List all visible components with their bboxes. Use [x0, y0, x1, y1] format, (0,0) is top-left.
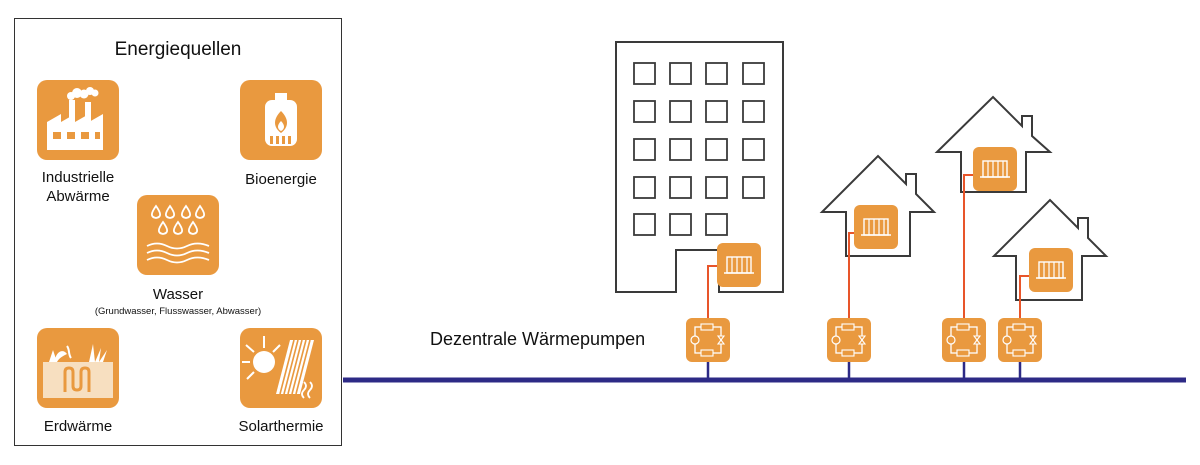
radiator-icon: [854, 205, 898, 249]
heating-pipes: [707, 174, 1029, 318]
solar-collector-icon: [240, 328, 322, 408]
energy-sources-panel: Energiequellen Industrielle Abwärme: [14, 18, 342, 446]
water-drops-icon: [137, 195, 219, 275]
radiator-icon: [973, 147, 1017, 191]
water-sublabel: (Grundwasser, Flusswasser, Abwasser): [94, 306, 262, 317]
heat-pumps-label: Dezentrale Wärmepumpen: [430, 329, 646, 349]
house-1: [819, 154, 937, 257]
apartment-building: [615, 41, 784, 293]
geothermal-icon: [37, 328, 119, 408]
heat-pump-icon: [685, 317, 731, 363]
industrial-label: Industrielle Abwärme: [41, 169, 115, 205]
house-2: [934, 95, 1053, 193]
heat-pump-icon: [826, 317, 872, 363]
solar-label: Solarthermie: [238, 418, 324, 435]
panel-title: Energiequellen: [114, 39, 242, 60]
water-label: Wasser: [152, 286, 204, 303]
heat-pump-icon: [941, 317, 987, 363]
radiator-icon: [717, 243, 761, 287]
bio-label: Bioenergie: [245, 171, 317, 188]
radiator-icon: [1029, 248, 1073, 292]
factory-icon: [37, 80, 119, 160]
heat-pump-icon: [997, 317, 1043, 363]
pump-connectors: [706, 362, 1022, 380]
geo-label: Erdwärme: [43, 418, 113, 435]
house-3: [991, 198, 1109, 301]
biomass-boiler-icon: [240, 80, 322, 160]
